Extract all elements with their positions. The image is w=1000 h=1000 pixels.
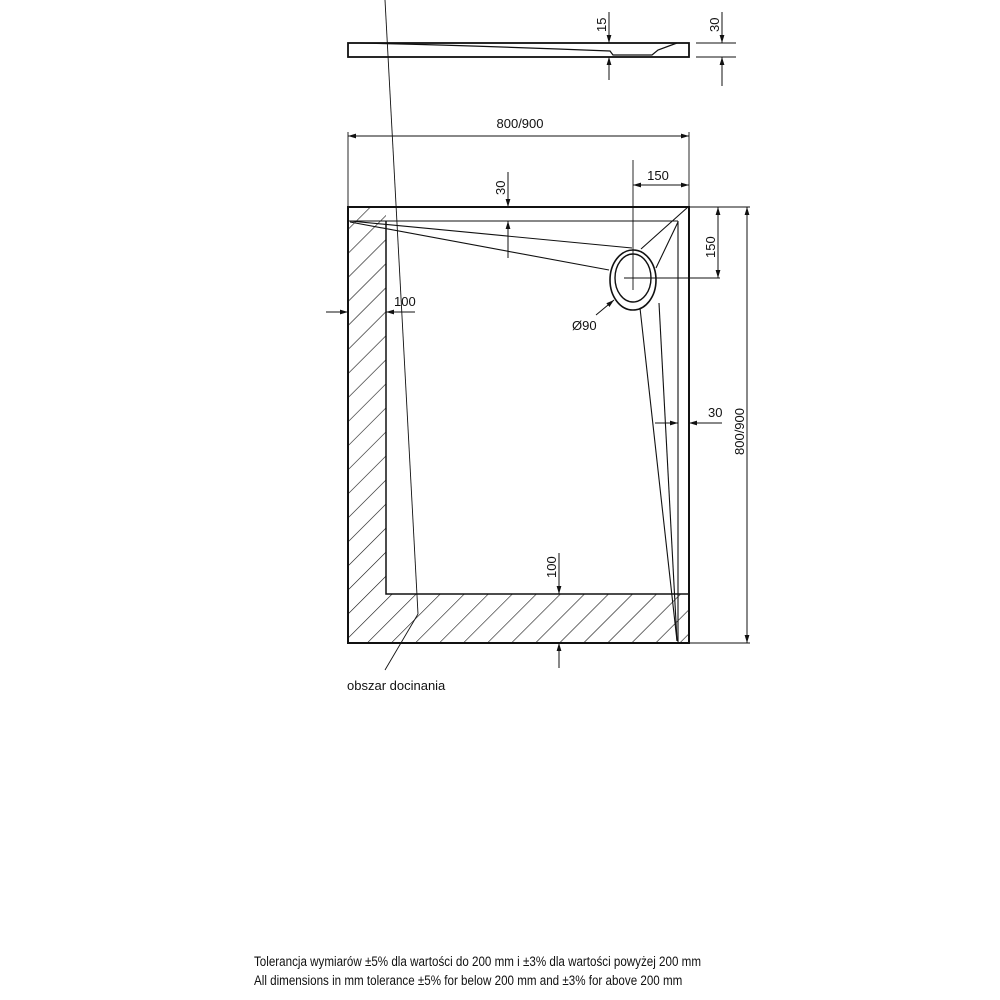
dim-height: 30: [707, 18, 722, 32]
tolerance-note-pl: Tolerancja wymiarów ±5% dla wartości do …: [254, 954, 701, 969]
dim-width: 800/900: [497, 116, 544, 131]
dim-right-rim: 30: [708, 405, 722, 420]
side-view: 15 30: [347, 12, 736, 86]
top-view: 800/900 150 150 800/900 30 Ø90 100 30 10…: [326, 0, 750, 693]
dim-drain-depth: 15: [594, 18, 609, 32]
dim-drain-y: 150: [703, 236, 718, 258]
dim-bottom-trim: 100: [544, 556, 559, 578]
tolerance-note-en: All dimensions in mm tolerance ±5% for b…: [254, 973, 683, 988]
dim-left-trim: 100: [394, 294, 416, 309]
trim-area-label: obszar docinania: [347, 678, 446, 693]
dim-top-rim: 30: [493, 181, 508, 195]
dim-length: 800/900: [732, 408, 747, 455]
dim-drain-diameter: Ø90: [572, 318, 597, 333]
dim-drain-x: 150: [647, 168, 669, 183]
